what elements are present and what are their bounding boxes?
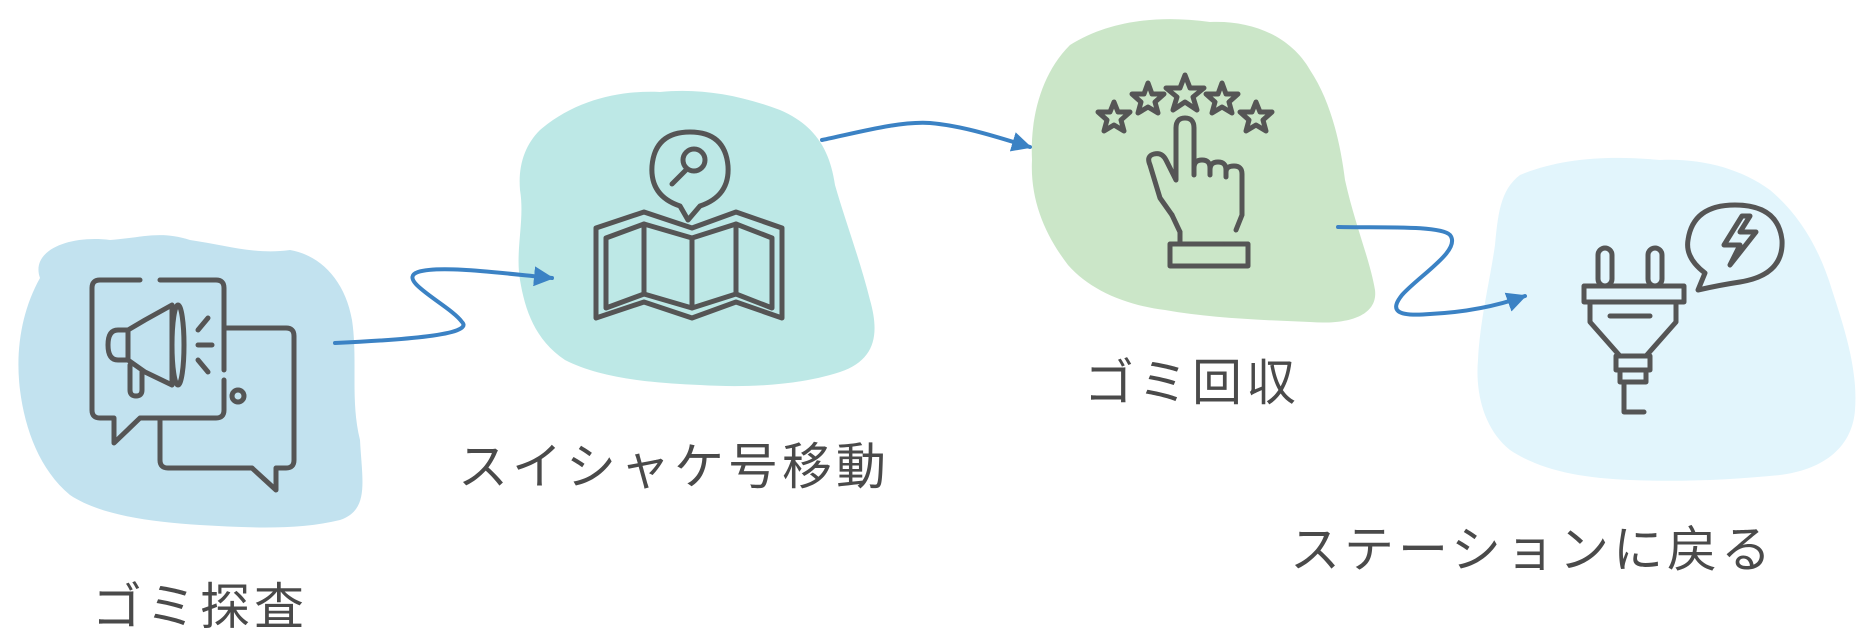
megaphone-chat-icon xyxy=(89,277,297,493)
blob-step-1 xyxy=(18,235,363,528)
blob-step-4 xyxy=(1477,157,1856,481)
hand-rating-stars-icon xyxy=(1095,72,1275,269)
plug-charge-icon xyxy=(1581,202,1785,415)
blob-step-3 xyxy=(1031,19,1376,323)
step-label-return-station: ステーションに戻る xyxy=(1290,521,1775,579)
arrow-2-to-3 xyxy=(820,120,1032,152)
arrow-1-to-2 xyxy=(333,266,554,345)
arrow-3-to-4 xyxy=(1336,225,1527,317)
step-label-gomi-collect: ゴミ回収 xyxy=(1084,354,1300,412)
map-location-icon xyxy=(593,129,785,321)
step-label-gomi-search: ゴミ探査 xyxy=(92,578,308,636)
step-label-suisyake-move: スイシャケ号移動 xyxy=(458,438,890,496)
